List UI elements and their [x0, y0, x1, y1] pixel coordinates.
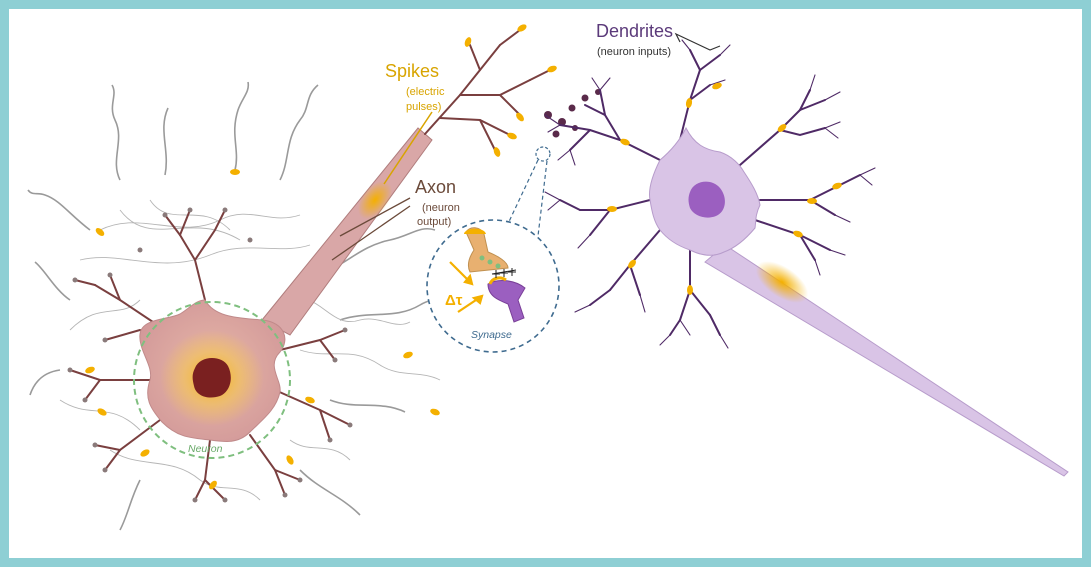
axon-subtitle-1: (neuron [422, 202, 460, 214]
dendrites-leader [676, 34, 720, 50]
axon-subtitle-2: output) [417, 216, 451, 228]
synapse-source-marker [536, 147, 550, 161]
left-nucleus [193, 358, 231, 398]
synapse-leader-upper [506, 160, 538, 228]
dendrites-subtitle: (neuron inputs) [597, 46, 671, 58]
spikes-title: Spikes [385, 61, 439, 81]
dendrites-title: Dendrites [596, 21, 673, 41]
axon-title: Axon [415, 177, 456, 197]
input-fibers [28, 82, 460, 530]
delta-tau-label: Δτ [445, 292, 463, 309]
spikes-subtitle-2: pulses) [406, 101, 441, 113]
neuron-label: Neuron [188, 443, 223, 455]
synapse-label: Synapse [471, 329, 512, 341]
spikes-subtitle-1: (electric [406, 86, 445, 98]
synapse-leader-lower [538, 161, 547, 236]
